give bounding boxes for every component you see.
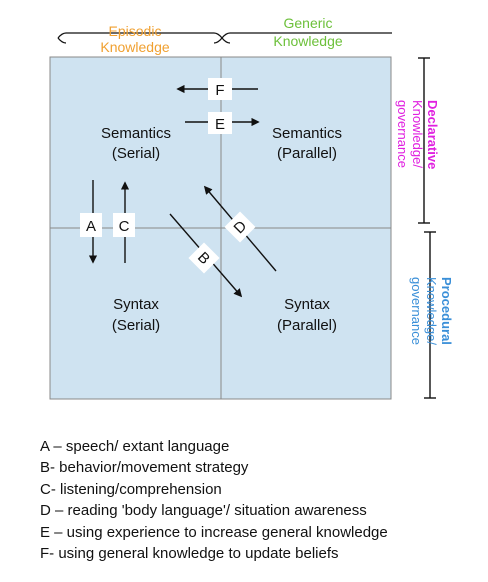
quadrant-top-right-line2: (Parallel) [277,145,337,162]
quadrant-top-left-line2: (Serial) [112,145,160,162]
quadrant-top-left-line1: Semantics [101,125,171,142]
procedural-label-line2: Knowledge/ [424,277,439,345]
declarative-label-line2: Knowledge/ [410,100,425,168]
generic-label-line1: Generic [283,15,332,31]
tag-a: A [80,213,102,237]
legend-item-f: F- using general knowledge to update bel… [40,545,339,563]
legend-item-e: E – using experience to increase general… [40,523,388,541]
episodic-label-line2: Knowledge [100,39,169,55]
legend: A – speech/ extant language B- behavior/… [40,436,480,564]
procedural-label-line3: governance [409,277,424,345]
tag-e-text: E [215,116,225,133]
declarative-bracket [418,57,430,224]
legend-item-b: B- behavior/movement strategy [40,459,249,477]
quadrant-bottom-left-line1: Syntax [113,296,159,313]
tag-f: F [208,78,232,100]
procedural-label-line1: Procedural [439,277,454,345]
declarative-label-line1: Declarative [425,100,440,169]
quadrant-bottom-right-line2: (Parallel) [277,317,337,334]
tag-d: D [224,211,256,243]
procedural-bracket [424,231,436,399]
generic-bracket [221,32,392,44]
legend-item-d: D – reading 'body language'/ situation a… [40,502,367,520]
quadrant-top-right-line1: Semantics [272,125,342,142]
tag-a-text: A [86,218,96,235]
episodic-bracket [57,32,223,44]
tag-c-text: C [119,218,130,235]
quadrant-bottom-left-line2: (Serial) [112,317,160,334]
quadrant-bottom-right-line1: Syntax [284,296,330,313]
tag-c: C [113,213,135,237]
generic-label-line2: Knowledge [273,33,342,49]
tag-b: B [188,242,220,274]
declarative-label-line3: governance [395,100,410,168]
tag-e: E [208,112,232,134]
tag-f-text: F [215,82,224,99]
legend-item-c: C- listening/comprehension [40,480,222,498]
episodic-label-line1: Episodic [109,23,162,39]
legend-item-a: A – speech/ extant language [40,438,230,455]
knowledge-diagram: Episodic Knowledge Generic Knowledge Sem… [49,15,454,400]
